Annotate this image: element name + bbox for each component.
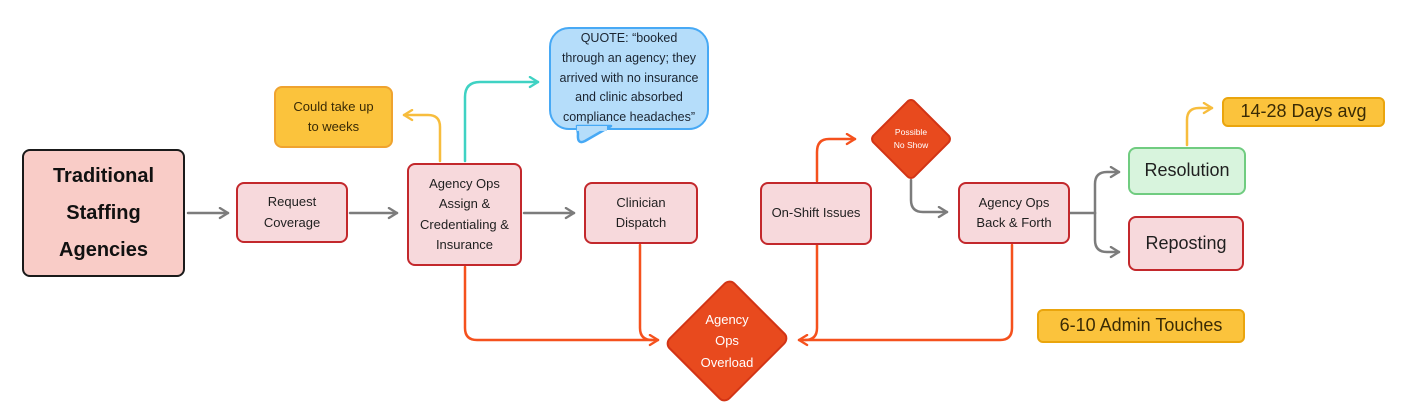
arrow-noshow-to-backforth (909, 178, 949, 219)
arrow-onshift-to-noshow (815, 132, 857, 183)
node-label: Clinician Dispatch (615, 194, 667, 230)
badge-6-10-admin-touches[interactable]: 6-10 Admin Touches (1037, 309, 1245, 343)
arrow-assign-to-quote (463, 75, 540, 163)
quote-text: QUOTE: “booked through an agency; they a… (559, 31, 699, 125)
node-on-shift-issues[interactable]: On-Shift Issues (760, 182, 872, 245)
arrow-assign-to-overload (463, 265, 660, 347)
note-could-take-up-to-weeks[interactable]: Could take up to weeks (274, 86, 393, 148)
decision-label: Agency Ops Overload (700, 311, 754, 370)
node-traditional-staffing-agencies[interactable]: Traditional Staffing Agencies (22, 149, 185, 277)
node-request-coverage[interactable]: Request Coverage (236, 182, 348, 243)
node-clinician-dispatch[interactable]: Clinician Dispatch (584, 182, 698, 244)
node-label: Traditional Staffing Agencies (52, 164, 155, 261)
connector-dispatch-to-overload (638, 243, 654, 342)
arrow-fork-to-reposting (1093, 211, 1121, 259)
node-label: On-Shift Issues (771, 205, 861, 221)
badge-label: 6-10 Admin Touches (1059, 315, 1223, 336)
node-label: Reposting (1145, 232, 1227, 253)
speech-bubble-tail-joint (577, 126, 607, 131)
decision-possible-no-show[interactable]: Possible No Show (867, 96, 955, 182)
badge-14-28-days-avg[interactable]: 14-28 Days avg (1222, 97, 1385, 127)
node-label: Request Coverage (263, 194, 321, 230)
badge-label: 14-28 Days avg (1240, 101, 1367, 122)
arrow-assign-to-weeks-note (402, 108, 442, 163)
quote-speech-bubble[interactable]: QUOTE: “booked through an agency; they a… (549, 27, 709, 144)
decision-agency-ops-overload[interactable]: Agency Ops Overload (663, 275, 791, 407)
note-label: Could take up to weeks (293, 98, 374, 134)
node-resolution[interactable]: Resolution (1128, 147, 1246, 195)
arrow-resolution-to-days-avg (1185, 101, 1214, 147)
connector-onshift-to-overload (803, 243, 819, 342)
node-label: Agency Ops Assign & Credentialing & Insu… (420, 176, 509, 252)
node-agency-ops-assign-credentialing-insurance[interactable]: Agency Ops Assign & Credentialing & Insu… (407, 163, 522, 266)
node-reposting[interactable]: Reposting (1128, 216, 1244, 271)
node-label: Agency Ops Back & Forth (976, 194, 1052, 230)
node-label: Resolution (1144, 160, 1230, 181)
decision-label: Possible No Show (893, 127, 929, 150)
arrow-fork-to-resolution (1093, 165, 1121, 215)
arrow-backforth-to-overload (797, 243, 1014, 347)
node-agency-ops-back-and-forth[interactable]: Agency Ops Back & Forth (958, 182, 1070, 244)
